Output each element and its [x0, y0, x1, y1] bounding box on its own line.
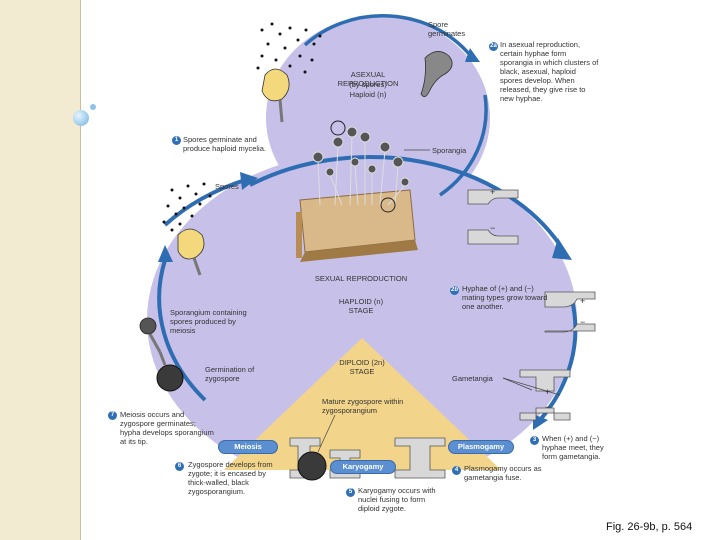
step-5-number: 5 — [346, 488, 355, 497]
label-diploid-stage-2: STAGE — [349, 367, 375, 376]
hyphae-pair-2 — [544, 291, 596, 333]
label-haploid-n: Haploid (n) — [349, 90, 387, 99]
label-haploid-stage: HAPLOID (n) — [338, 297, 384, 306]
step-7-text: Meiosis occurs and zygospore germinates;… — [120, 410, 214, 446]
label-haploid-stage-2: STAGE — [348, 306, 374, 315]
step-3-number: 3 — [530, 436, 539, 445]
mold-sporangia — [312, 126, 410, 206]
gametangia-pointer-2 — [502, 377, 561, 396]
label-gametangia: Gametangia — [452, 374, 493, 383]
bread-crust — [300, 240, 418, 262]
diploid-triangle — [205, 338, 520, 488]
sexual-arrow-head-bottom — [533, 414, 548, 430]
sexual-cycle-arrow-left-top — [163, 178, 246, 227]
step-1-number: 1 — [172, 136, 181, 145]
diploid-bottom-fill — [190, 470, 535, 500]
gametangia-pointer-1 — [502, 377, 533, 391]
burst-sporangium-left — [177, 228, 205, 260]
label-sporangium-meiosis: Sporangium containing spores produced by… — [170, 308, 247, 335]
step-3-text: When (+) and (−) hyphae meet, they form … — [542, 434, 604, 461]
minus-sign-2: − — [580, 317, 586, 327]
sexual-arrow-head-topleft — [240, 172, 258, 190]
label-asexual-reproduction: ASEXUAL REPRODUCTION — [337, 70, 399, 88]
step-6-text: Zygospore develops from zygote; it is en… — [188, 460, 273, 496]
meiosis-sporangium — [139, 317, 157, 335]
step-2a-number: 2a — [489, 42, 498, 51]
zygospore-hypha — [158, 351, 167, 366]
decorative-left-band — [0, 0, 81, 540]
meiosis-pill: Meiosis — [218, 440, 278, 454]
mature-zygospore — [297, 451, 327, 481]
step-4-number: 4 — [452, 466, 461, 475]
label-mature-zygospore: Mature zygospore within zygosporangium — [322, 397, 404, 415]
sexual-cycle-arrow-left — [157, 259, 207, 402]
karyogamy-pill: Karyogamy — [330, 460, 396, 474]
label-diploid-stage: DIPLOID (2n) — [339, 358, 385, 367]
magnify-circle-top — [330, 120, 346, 136]
step-2b-text: Hyphae of (+) and (−) mating types grow … — [462, 284, 548, 311]
label-spores: Spores — [215, 182, 239, 191]
step-2b-number: 2b — [450, 286, 459, 295]
sexual-arrow-head-left — [158, 245, 173, 262]
step-5-text: Karyogamy occurs with nuclei fusing to f… — [358, 486, 436, 513]
plus-sign-2: + — [580, 296, 586, 306]
sexual-cycle-arrow-top — [249, 155, 562, 247]
sporangium-stalk-top — [278, 99, 284, 123]
label-germination-zygospore: Germination of zygospore — [205, 365, 255, 383]
step-6-number: 6 — [175, 462, 184, 471]
germinating-spore — [420, 51, 453, 97]
fused-gametangia — [394, 437, 446, 479]
minus-sign-1: − — [490, 223, 496, 233]
plus-sign-1: + — [490, 187, 496, 197]
label-spore-germinates: Spore germinates — [428, 20, 466, 38]
hyphae-pair-1 — [467, 189, 519, 245]
step-7-number: 7 — [108, 411, 117, 420]
step-2a-text: In asexual reproduction, certain hyphae … — [500, 40, 599, 103]
label-sexual-reproduction: SEXUAL REPRODUCTION — [314, 274, 408, 283]
asexual-arrow-head — [465, 48, 480, 62]
burst-sporangium-top — [261, 68, 290, 102]
asexual-return-arrow — [439, 94, 488, 197]
sexual-cycle-arrow-right — [538, 299, 578, 422]
magnify-circle-bottom — [380, 197, 396, 213]
plasmogamy-pill: Plasmogamy — [448, 440, 514, 454]
zygospore-pointer — [317, 414, 336, 453]
label-sporangia: Sporangia — [432, 146, 467, 155]
sexual-arrow-head-right — [552, 238, 572, 260]
label-by-spores: (by spores) — [349, 80, 387, 89]
bread-side — [296, 212, 302, 258]
figure-caption: Fig. 26-9b, p. 564 — [606, 521, 693, 533]
decorative-bubble-small — [90, 104, 96, 110]
step-1-text: Spores germinate and produce haploid myc… — [183, 135, 266, 153]
gametangia-pair — [519, 369, 571, 421]
minus-sign-3: − — [545, 402, 551, 412]
sporangium-stalk-left — [192, 257, 202, 276]
germinating-zygospore — [156, 364, 184, 392]
asexual-cycle-arrow — [303, 14, 472, 57]
step-4-text: Plasmogamy occurs as gametangia fuse. — [464, 464, 542, 482]
meiosis-sporangium-stalk — [148, 333, 162, 353]
plus-sign-3: + — [545, 387, 551, 397]
decorative-bubble — [73, 110, 89, 126]
